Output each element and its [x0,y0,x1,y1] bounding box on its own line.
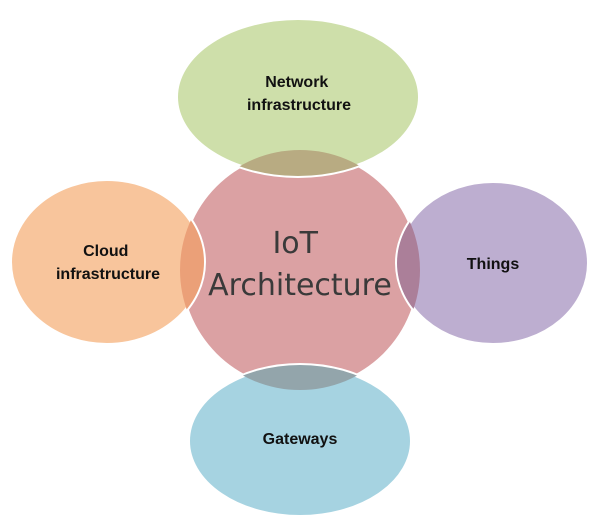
network-infrastructure-label: Network infrastructure [247,74,351,114]
cloud-infrastructure-label: Cloud infrastructure [56,243,160,283]
center-label: IoT Architecture [208,226,392,303]
cloud-infrastructure-circle [8,177,206,347]
things-label: Things [467,256,520,273]
gateways-label: Gateways [263,431,338,448]
